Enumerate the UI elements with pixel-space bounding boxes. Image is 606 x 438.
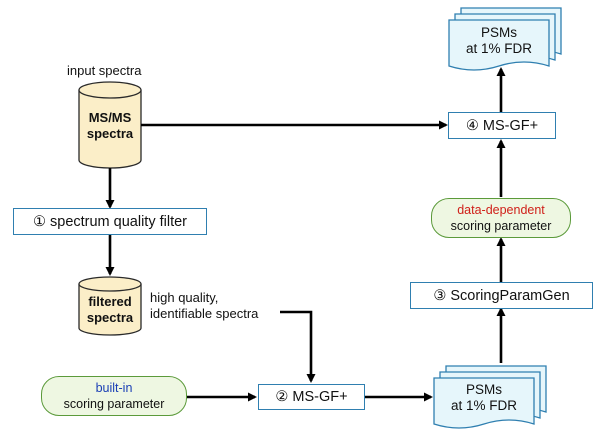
scoringparamgen-label: ③ ScoringParamGen bbox=[433, 287, 570, 304]
psms-mid-document-stack bbox=[433, 365, 547, 429]
spectrum-quality-filter-box: ① spectrum quality filter bbox=[13, 208, 207, 235]
msgf-step2-box: ② MS-GF+ bbox=[258, 384, 365, 410]
psms-top-label-line1: PSMs bbox=[480, 25, 517, 40]
msgf-step4-box: ④ MS-GF+ bbox=[448, 112, 556, 139]
scoringparamgen-box: ③ ScoringParamGen bbox=[410, 282, 593, 309]
msms-spectra-label-line2: spectra bbox=[86, 126, 134, 141]
builtin-scoring-parameter-pill: built-in scoring parameter bbox=[41, 376, 187, 416]
high-quality-label-line2: identifiable spectra bbox=[150, 306, 259, 321]
data-dependent-scoring-parameter-pill: data-dependent scoring parameter bbox=[431, 198, 571, 238]
input-spectra-label: input spectra bbox=[67, 63, 142, 78]
msms-spectra-label-line1: MS/MS bbox=[88, 110, 132, 125]
psms-mid-label-line2: at 1% FDR bbox=[450, 398, 518, 413]
high-quality-label-line1: high quality, bbox=[150, 290, 219, 305]
builtin-scoring-parameter-label: scoring parameter bbox=[63, 397, 165, 411]
psms-top-document-stack bbox=[448, 7, 562, 71]
high-quality-label: high quality, identifiable spectra bbox=[150, 290, 258, 322]
spectrum-quality-filter-label: ① spectrum quality filter bbox=[32, 213, 188, 230]
filtered-spectra-cylinder bbox=[78, 276, 142, 336]
msgf-step4-label: ④ MS-GF+ bbox=[465, 117, 539, 134]
filtered-spectra-label: filtered spectra bbox=[79, 294, 141, 326]
data-dependent-scoring-parameter-label: scoring parameter bbox=[450, 219, 552, 233]
arrow-hq-to-msgf2 bbox=[280, 310, 316, 383]
psms-mid-label: PSMs at 1% FDR bbox=[434, 382, 534, 414]
filtered-spectra-label-line1: filtered bbox=[88, 294, 132, 309]
msgf-step2-label: ② MS-GF+ bbox=[275, 389, 348, 405]
psms-top-label-line2: at 1% FDR bbox=[465, 41, 533, 56]
psms-mid-label-line1: PSMs bbox=[465, 382, 502, 397]
msms-spectra-cylinder bbox=[78, 81, 142, 169]
psms-top-label: PSMs at 1% FDR bbox=[449, 25, 549, 57]
filtered-spectra-label-line2: spectra bbox=[86, 310, 134, 325]
msms-spectra-label: MS/MS spectra bbox=[79, 110, 141, 142]
builtin-label: built-in bbox=[95, 381, 133, 395]
data-dependent-label: data-dependent bbox=[457, 203, 545, 217]
